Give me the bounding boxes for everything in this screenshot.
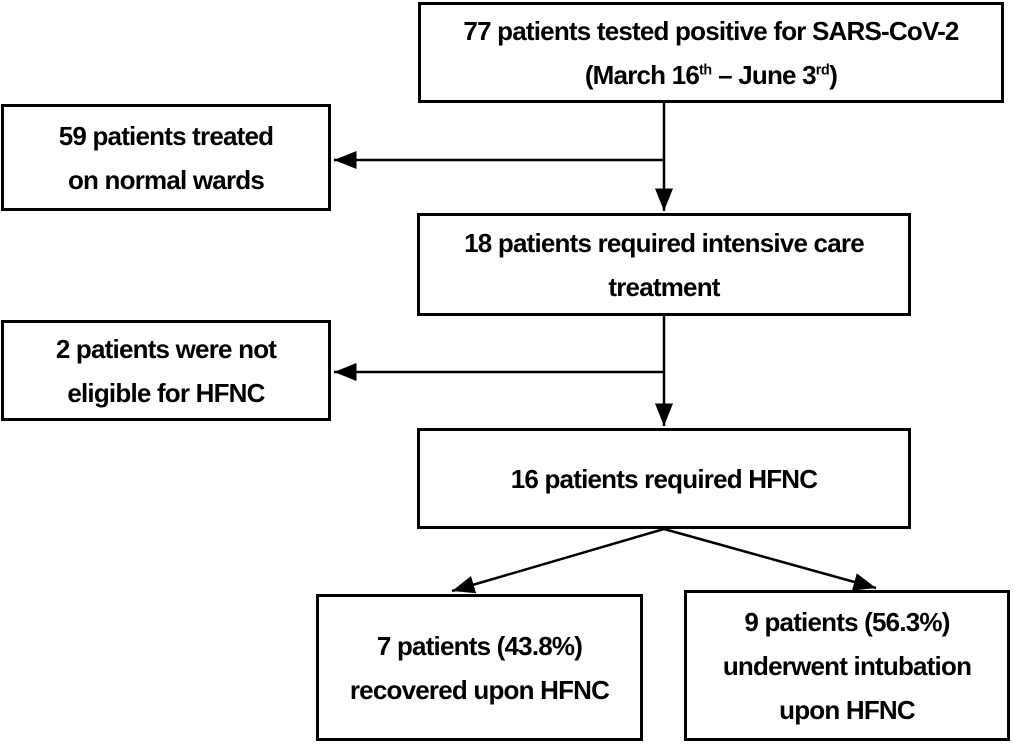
arrow-hfnc-to-recovered — [451, 527, 665, 594]
box-text-line: 59 patients treated — [58, 120, 274, 151]
box-text-line: 2 patients were not — [55, 333, 277, 364]
flow-box-recovered: 7 patients (43.8%) recovered upon HFNC — [316, 594, 643, 741]
date-superscript-rd: rd — [815, 61, 830, 78]
arrow-hfnc-to-intubation — [663, 527, 877, 591]
flow-box-tested-positive: 77 patients tested positive for SARS-CoV… — [418, 2, 1004, 103]
box-text-line: 7 patients (43.8%) — [376, 630, 583, 661]
date-mid: – June 3 — [711, 59, 816, 90]
date-superscript-th: th — [699, 61, 712, 78]
box-text-line: 18 patients required intensive care — [464, 227, 865, 258]
date-suffix: ) — [829, 59, 838, 90]
box-text-line: underwent intubation — [722, 650, 972, 681]
box-text-line: recovered upon HFNC — [349, 674, 610, 705]
date-prefix: (March 16 — [584, 59, 700, 90]
box-text-line: 16 patients required HFNC — [510, 463, 818, 494]
box-text-line: upon HFNC — [779, 694, 916, 725]
box-text-line: 9 patients (56.3%) — [744, 606, 950, 637]
flow-box-required-hfnc: 16 patients required HFNC — [417, 428, 911, 529]
box-text-line-date: (March 16th – June 3rd) — [584, 53, 838, 97]
flow-box-intubation: 9 patients (56.3%) underwent intubation … — [684, 590, 1010, 741]
flow-box-intensive-care: 18 patients required intensive care trea… — [417, 213, 911, 316]
flow-box-not-eligible: 2 patients were not eligible for HFNC — [1, 320, 331, 421]
box-text-line: 77 patients tested positive for SARS-CoV… — [463, 15, 959, 46]
box-text-line: on normal wards — [67, 164, 265, 195]
box-text-line: eligible for HFNC — [67, 377, 265, 408]
flow-box-normal-wards: 59 patients treated on normal wards — [1, 104, 331, 211]
box-text-line: treatment — [608, 271, 720, 302]
